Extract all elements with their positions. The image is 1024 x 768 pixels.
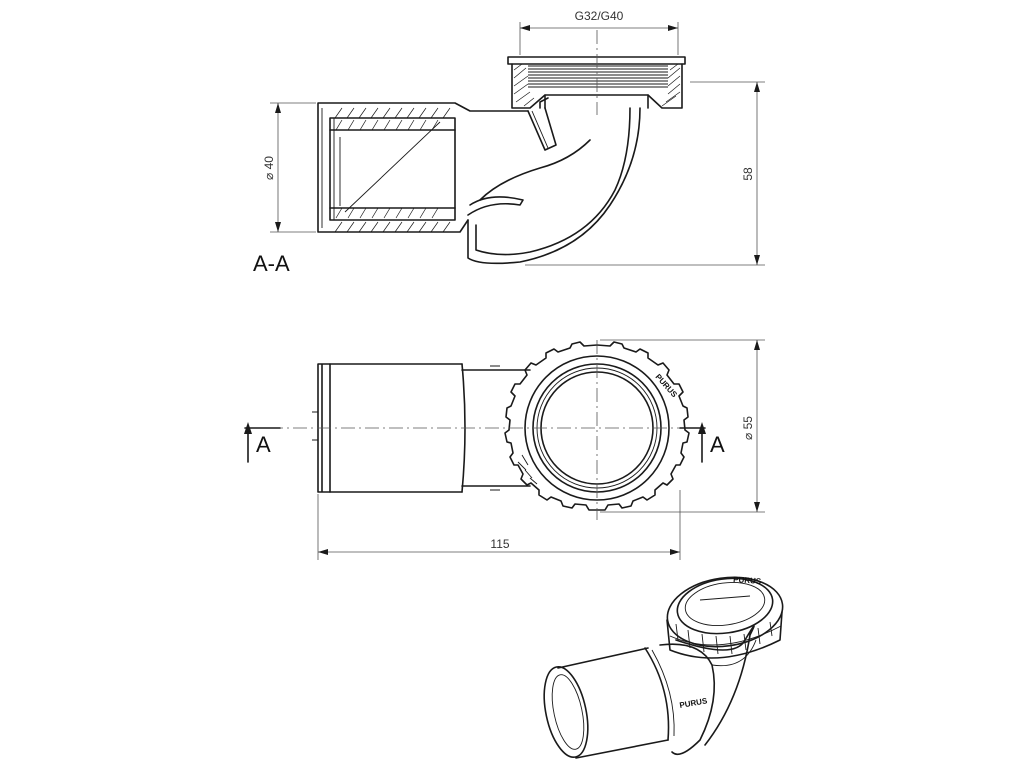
section-marker-left: A [256,432,271,457]
nut-diameter-label: ⌀ 55 [741,416,755,440]
plan-view: PURUS A A ⌀ 55 115 [244,339,765,560]
length-dimension-label: 115 [490,537,509,551]
thread-dimension-label: G32/G40 [575,9,624,23]
hatch-inlet [329,107,456,233]
section-title: A-A [253,251,290,276]
brand-mark-nut: PURUS [654,372,680,399]
nut-section [507,56,686,109]
height-dimension-label: 58 [741,167,755,181]
inlet-diameter-label: ⌀ 40 [262,156,276,180]
section-view: G32/G40 58 ⌀ 40 A-A [253,9,765,276]
section-marker-right: A [710,432,725,457]
brand-mark-iso-elbow: PURUS [679,696,709,710]
brand-mark-iso-top: PURUS [733,575,762,586]
isometric-view: PURUS PURUS [543,575,784,759]
